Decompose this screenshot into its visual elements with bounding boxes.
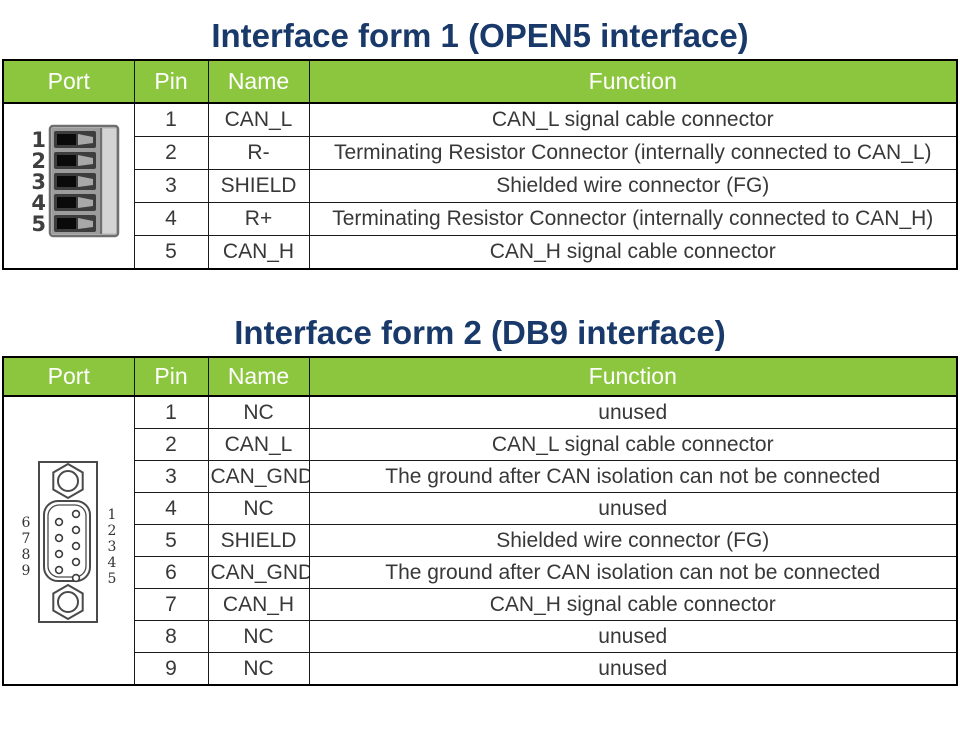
port-connector-cell: 1 2 3 4 5 [2,102,135,270]
name-cell: NC [207,652,310,686]
pin-label: 8 [22,547,31,563]
header-row: Port Pin Name Function [2,356,958,397]
col-header-port: Port [2,59,135,104]
name-cell: SHIELD [207,169,310,203]
name-cell: CAN_H [207,235,310,270]
table-row: 5 CAN_H CAN_H signal cable connector [3,235,958,270]
pin-label: 9 [22,563,31,579]
db9-connector-icon: 6 7 8 9 1 2 3 4 5 [22,460,117,623]
db9-interface-table: Port Pin Name Function [2,356,958,686]
function-cell: The ground after CAN isolation can not b… [308,460,958,493]
pin-cell: 4 [133,492,209,525]
pin-cell: 1 [133,102,209,137]
table-row: 3 CAN_GND The ground after CAN isolation… [3,460,958,493]
pin-label: 2 [31,149,46,173]
function-cell: unused [308,492,958,525]
col-header-name: Name [207,59,310,104]
col-header-function: Function [308,356,958,397]
db9-bottom-screw [52,583,84,620]
db9-pin-labels-right: 1 2 3 4 5 [108,507,117,587]
table-row: 2 R- Terminating Resistor Connector (int… [3,136,958,170]
function-cell: Shielded wire connector (FG) [308,524,958,557]
interface-form-1-title: Interface form 1 (OPEN5 interface) [211,17,749,54]
open5-pin-labels: 1 2 3 4 5 [31,128,46,236]
col-header-name: Name [207,356,310,397]
interface-form-2-title: Interface form 2 (DB9 interface) [234,314,726,351]
pin-label: 3 [31,170,46,194]
function-cell: CAN_L signal cable connector [308,102,958,137]
pin-cell: 5 [133,235,209,270]
function-cell: Shielded wire connector (FG) [308,169,958,203]
pin-cell: 3 [133,169,209,203]
db9-pin-holes-right [71,509,81,582]
pin-label: 3 [108,539,117,555]
pin-label: 6 [22,515,31,531]
pin-label: 2 [108,523,117,539]
pin-cell: 2 [133,136,209,170]
function-cell: unused [308,620,958,653]
pin-cell: 5 [133,524,209,557]
table-row: 2 CAN_L CAN_L signal cable connector [3,428,958,461]
function-cell: The ground after CAN isolation can not b… [308,556,958,589]
function-cell: CAN_L signal cable connector [308,428,958,461]
function-cell: CAN_H signal cable connector [308,235,958,270]
col-header-pin: Pin [133,356,209,397]
header-row: Port Pin Name Function [2,59,958,104]
name-cell: SHIELD [207,524,310,557]
name-cell: CAN_L [207,102,310,137]
pin-label: 4 [31,191,46,215]
function-cell: CAN_H signal cable connector [308,588,958,621]
pin-label: 1 [108,507,117,523]
db9-pin-holes-left [54,517,64,574]
function-cell: unused [308,652,958,686]
table-row: 3 SHIELD Shielded wire connector (FG) [3,169,958,203]
function-cell: Terminating Resistor Connector (internal… [308,136,958,170]
table-row: 7 CAN_H CAN_H signal cable connector [3,588,958,621]
terminal-block-right-strip [103,129,116,233]
pin-label: 4 [108,555,117,571]
pin-label: 1 [31,128,46,152]
name-cell: CAN_GND [207,556,310,589]
db9-top-screw [52,462,84,499]
table-row: 9 NC unused [3,652,958,686]
pin-label: 7 [22,531,31,547]
name-cell: NC [207,620,310,653]
open5-interface-table: Port Pin Name Function [2,59,958,270]
pin-label: 5 [108,571,117,587]
function-cell: Terminating Resistor Connector (internal… [308,202,958,236]
table-row: 5 SHIELD Shielded wire connector (FG) [3,524,958,557]
pin-cell: 9 [133,652,209,686]
terminal-slots [54,131,96,232]
col-header-pin: Pin [133,59,209,104]
name-cell: NC [207,395,310,429]
pin-cell: 1 [133,395,209,429]
port-connector-cell: 6 7 8 9 1 2 3 4 5 [2,395,135,686]
pin-cell: 6 [133,556,209,589]
col-header-function: Function [308,59,958,104]
name-cell: R+ [207,202,310,236]
open5-connector-icon: 1 2 3 4 5 [31,124,120,238]
table-row: 6 7 8 9 1 2 3 4 5 1 [2,395,958,686]
name-cell: CAN_GND [207,460,310,493]
col-header-port: Port [2,356,135,397]
pin-cell: 7 [133,588,209,621]
pin-label: 5 [31,212,46,236]
pin-cell: 3 [133,460,209,493]
table-row: 4 R+ Terminating Resistor Connector (int… [3,202,958,236]
table-row: 4 NC unused [3,492,958,525]
name-cell: R- [207,136,310,170]
name-cell: NC [207,492,310,525]
pin-cell: 2 [133,428,209,461]
pin-cell: 4 [133,202,209,236]
db9-dsub-shell [43,499,91,582]
name-cell: CAN_H [207,588,310,621]
table-row: 8 NC unused [3,620,958,653]
name-cell: CAN_L [207,428,310,461]
table-row: 6 CAN_GND The ground after CAN isolation… [3,556,958,589]
pin-cell: 8 [133,620,209,653]
function-cell: unused [308,395,958,429]
table-row: 1 2 3 4 5 1 CAN_L CAN_L signal cable con… [2,102,958,270]
db9-pin-labels-left: 6 7 8 9 [22,515,31,579]
